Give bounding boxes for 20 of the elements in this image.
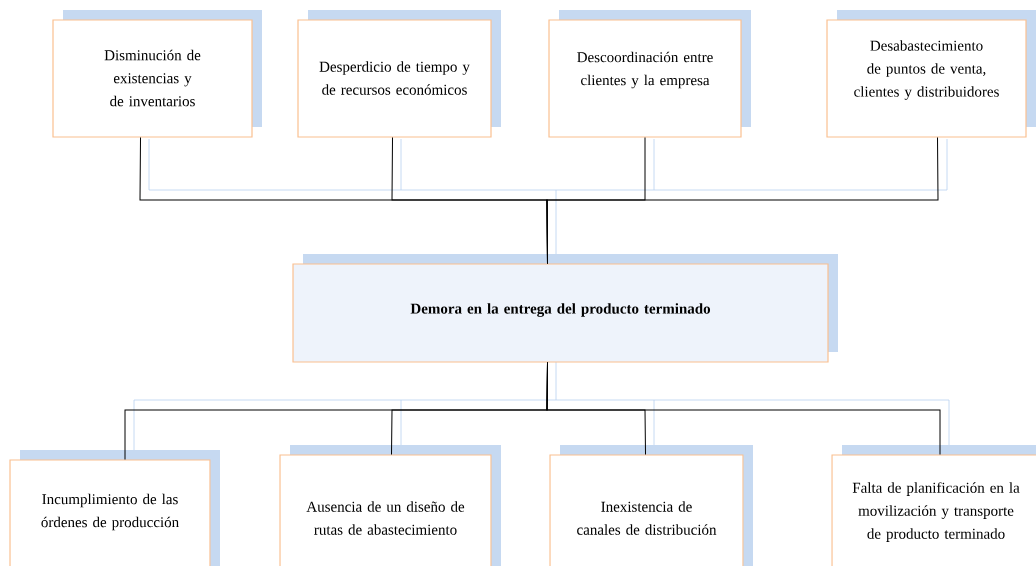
box-text: Disminución de existencias y de inventarios — [104, 49, 201, 107]
cause-effect-box — [9, 459, 211, 566]
connector-line — [546, 137, 939, 264]
box-text: Falta de planificación en la movilización y transporte de producto terminado — [852, 482, 1020, 542]
problem-box — [292, 263, 829, 363]
box-text: Inexistencia de canales de distribución — [577, 501, 717, 535]
cause-effect-box — [548, 19, 742, 138]
cause-effect-box — [297, 19, 492, 138]
cause-effect-box — [549, 454, 744, 566]
box-text: Desperdicio de tiempo y de recursos económicos — [319, 61, 470, 95]
box-text: Demora en la entrega del producto terminado — [410, 303, 711, 317]
cause-effect-box — [52, 19, 253, 138]
box-text: Descoordinación entre clientes y la empresa — [577, 51, 713, 89]
cause-effect-box — [831, 454, 1036, 566]
box-text: Desabastecimiento de puntos de venta, clientes y distribuidores — [854, 40, 999, 100]
connector-line — [546, 362, 941, 455]
box-text: Incumplimiento de las órdenes de producción — [41, 493, 179, 531]
box-text: Ausencia de un diseño de rutas de abastecimiento — [306, 501, 465, 535]
cause-effect-box — [826, 19, 1027, 138]
cause-effect-box — [279, 454, 492, 566]
